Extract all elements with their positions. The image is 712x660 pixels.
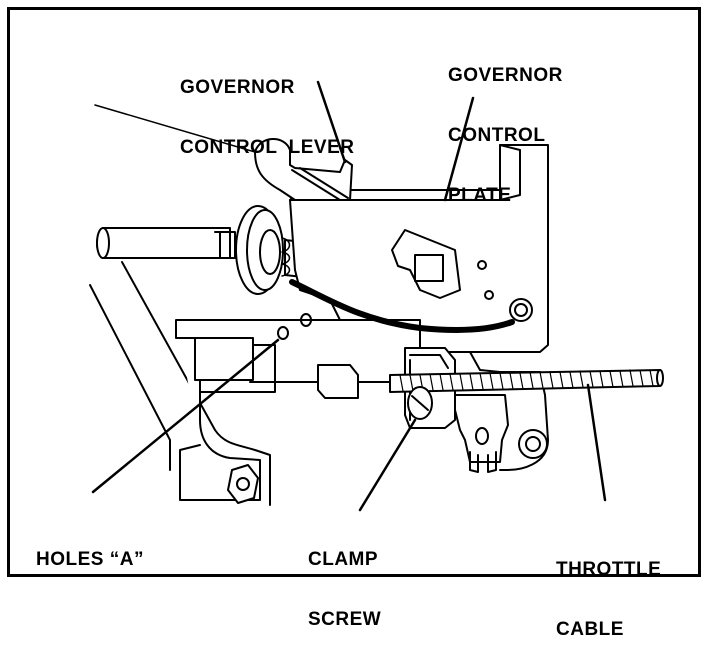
- lower-bolt-inner: [525, 436, 541, 452]
- plate-cam-window: [414, 254, 444, 282]
- throttle-cable-end: [656, 369, 664, 387]
- plate-slot-shadow: [199, 344, 276, 393]
- mounting-bolt-center: [236, 477, 250, 491]
- plate-hole-1: [477, 260, 487, 270]
- control-plate-flange: [499, 144, 521, 201]
- governor-shaft: [96, 227, 231, 259]
- plate-hole-2: [484, 290, 494, 300]
- linkage-fork: [469, 451, 497, 473]
- governor-assembly-diagram: [89, 80, 664, 512]
- leader-lever: [316, 80, 347, 164]
- hole-a-1: [277, 326, 289, 340]
- label-clamp-screw: CLAMP SCREW: [308, 549, 382, 630]
- leader-plate: [443, 96, 475, 202]
- leader-holes: [91, 338, 280, 494]
- label-governor-control-lever: GOVERNOR CONTROL LEVER: [180, 77, 355, 158]
- cable-housing-block: [317, 364, 359, 399]
- clamp-screw-slot: [411, 395, 429, 411]
- hole-a-2: [300, 313, 312, 327]
- linkage-pin: [475, 427, 489, 445]
- frame-edge-outer: [89, 284, 171, 471]
- plate-slot: [194, 337, 254, 381]
- governor-link-wire: [94, 104, 256, 153]
- label-throttle-cable: THROTTLE CABLE: [556, 559, 662, 640]
- label-holes-a: HOLES “A”: [36, 549, 144, 570]
- label-governor-control-plate: GOVERNOR CONTROL PLATE: [448, 65, 563, 206]
- leader-cable: [586, 383, 607, 502]
- shaft-end: [96, 227, 110, 259]
- frame-edge-inner: [121, 261, 271, 506]
- lower-bolt-outer: [518, 429, 548, 459]
- throttle-cable-threads: [399, 369, 654, 392]
- shaft-clip: [214, 231, 236, 259]
- leader-clamp: [358, 418, 417, 512]
- pulley-hub: [259, 229, 281, 275]
- spring-eyelet-bolt: [514, 303, 528, 317]
- throttle-cable-body: [389, 369, 661, 393]
- spring-eyelet: [509, 298, 533, 322]
- governor-spring: [289, 279, 515, 333]
- pulley-spring-coils: [281, 237, 291, 277]
- mounting-bolt-hex: [227, 464, 259, 504]
- lever-tab: [291, 167, 349, 201]
